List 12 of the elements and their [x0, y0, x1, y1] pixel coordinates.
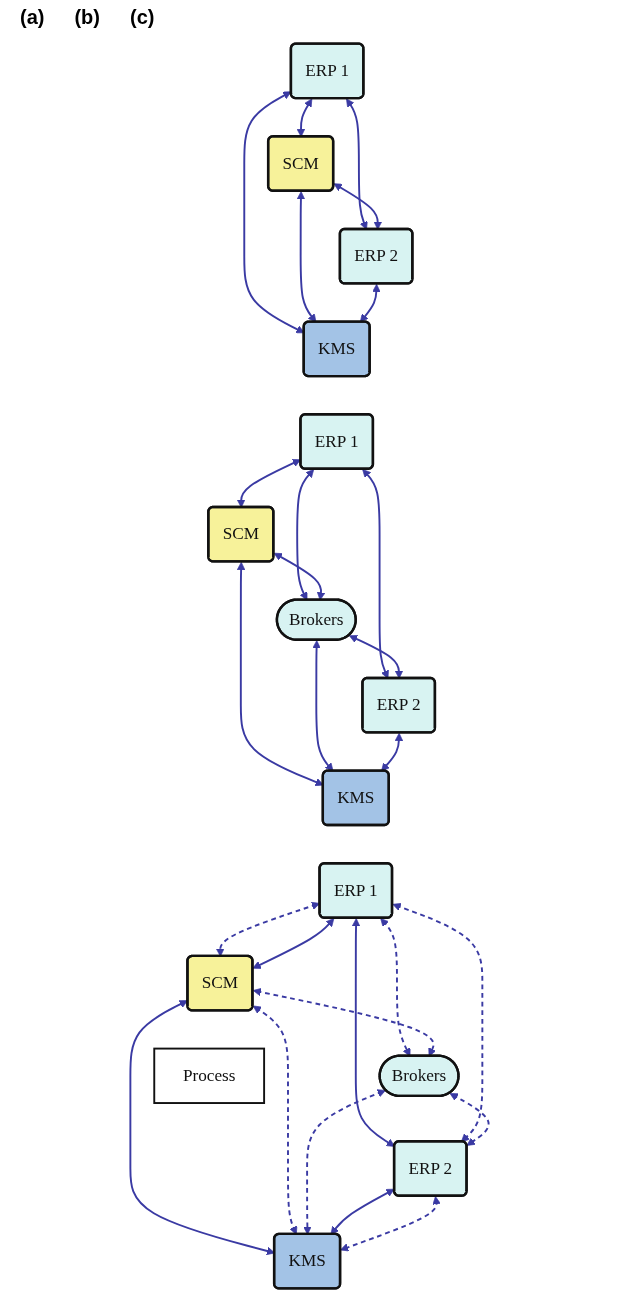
node-box: Process	[153, 1047, 266, 1104]
arrow	[449, 1093, 490, 1146]
panel-label: (a)	[20, 6, 45, 30]
arrow	[252, 918, 335, 969]
arrow	[129, 1000, 275, 1256]
panel-label: (b)	[74, 6, 100, 30]
arrow	[351, 918, 395, 1147]
arrow	[340, 1196, 441, 1252]
arrow	[330, 1188, 395, 1235]
arrow	[381, 732, 404, 772]
panel-label: (c)	[130, 6, 155, 30]
arrow	[392, 903, 484, 1143]
